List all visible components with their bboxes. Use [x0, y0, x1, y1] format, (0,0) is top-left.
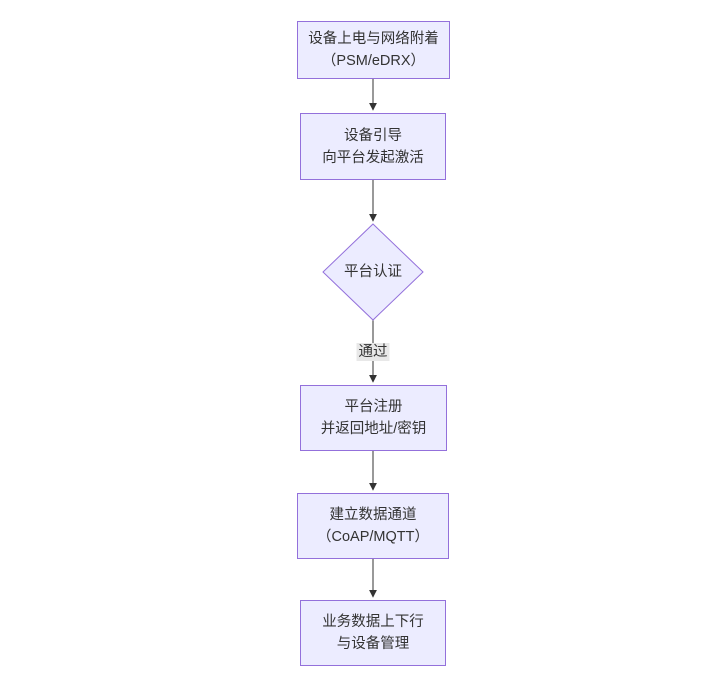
node-auth-label: 平台认证: [344, 264, 402, 280]
node-channel-line1: 建立数据通道: [329, 507, 417, 523]
node-register-line1: 平台注册: [344, 399, 403, 415]
node-power-attach-line1: 设备上电与网络附着: [308, 31, 439, 47]
node-business-line1: 业务数据上下行: [322, 614, 424, 630]
node-bootstrap-line1: 设备引导: [344, 127, 402, 144]
node-register-line2: 并返回地址/密钥: [320, 421, 427, 437]
node-channel: 建立数据通道 （CoAP/MQTT）: [297, 493, 449, 559]
node-register: 平台注册 并返回地址/密钥: [300, 385, 447, 451]
node-power-attach-line2: （PSM/eDRX）: [321, 53, 426, 69]
edge-label-pass: 通过: [356, 343, 390, 361]
node-bootstrap-line2: 向平台发起激活: [322, 149, 424, 166]
node-auth-diamond-shape: [322, 223, 424, 321]
node-channel-line2: （CoAP/MQTT）: [317, 529, 429, 545]
node-bootstrap: 设备引导 向平台发起激活: [300, 113, 446, 180]
node-business-line2: 与设备管理: [336, 636, 410, 652]
node-business: 业务数据上下行 与设备管理: [300, 600, 446, 666]
node-power-attach: 设备上电与网络附着 （PSM/eDRX）: [297, 21, 450, 79]
